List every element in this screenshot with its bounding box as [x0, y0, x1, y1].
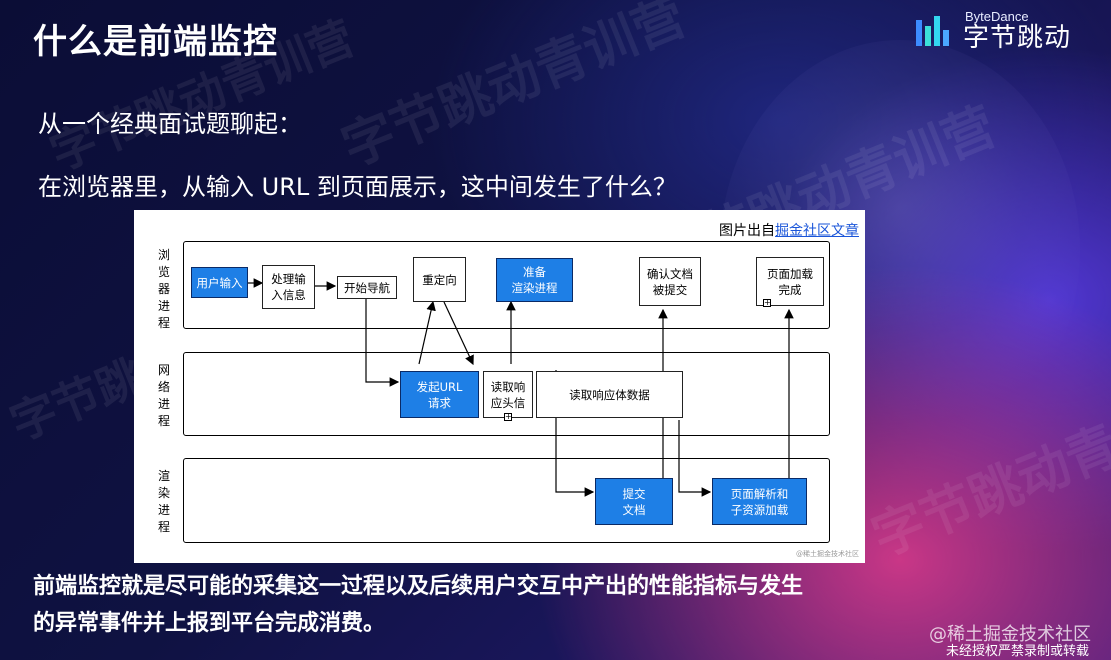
logo-english: ByteDance — [965, 9, 1029, 24]
summary-line-1: 前端监控就是尽可能的采集这一过程以及后续用户交互中产出的性能指标与发生 — [33, 574, 804, 599]
step-prepare-render-process: 准备 渲染进程 — [496, 258, 573, 302]
step-user-input: 用户输入 — [191, 267, 248, 298]
step-commit-document: 提交 文档 — [595, 478, 673, 525]
step-read-response-headers: 读取响 应头信 — [483, 371, 533, 418]
community-watermark: @稀土掘金技术社区 — [929, 624, 1091, 645]
lane-network-process — [183, 352, 830, 436]
step-confirm-document: 确认文档 被提交 — [639, 257, 701, 306]
lane-browser-process — [183, 241, 830, 329]
lane-render-process — [183, 458, 830, 543]
step-redirect: 重定向 — [413, 257, 466, 302]
summary-text: 前端监控就是尽可能的采集这一过程以及后续用户交互中产出的性能指标与发生 的异常事… — [33, 568, 933, 642]
expand-icon: + — [504, 412, 512, 421]
step-send-url-request: 发起URL 请求 — [400, 371, 479, 418]
step-page-loaded: 页面加载 完成 — [756, 257, 824, 306]
navigation-diagram: 图片出自掘金社区文章 浏览器进程 网络进程 渲染进程 — [134, 210, 865, 563]
summary-line-2: 的异常事件并上报到平台完成消费。 — [33, 611, 386, 636]
bytedance-logo-icon — [916, 15, 949, 46]
copyright-note: 未经授权严禁录制或转载 — [945, 644, 1089, 659]
slide-title: 什么是前端监控 — [33, 22, 278, 62]
question-intro: 从一个经典面试题聊起： — [38, 110, 302, 138]
flow-arrows — [248, 278, 794, 497]
credit-prefix: 图片出自 — [719, 223, 775, 239]
credit-link[interactable]: 掘金社区文章 — [775, 223, 859, 239]
step-process-input: 处理输 入信息 — [262, 265, 315, 309]
step-read-response-body: 读取响应体数据 — [536, 371, 683, 418]
diagram-credit: 图片出自掘金社区文章 — [719, 220, 859, 240]
step-start-navigation: 开始导航 — [337, 276, 397, 299]
interview-question: 在浏览器里，从输入 URL 到页面展示，这中间发生了什么？ — [38, 173, 677, 201]
logo-chinese: 字节跳动 — [963, 23, 1072, 53]
bytedance-logo: ByteDance 字节跳动 — [915, 10, 1071, 51]
lane-label-render: 渲染进程 — [157, 469, 170, 534]
diagram-source-mark: @稀土掘金技术社区 — [796, 550, 859, 558]
background-watermark: 字节跳动青训营 — [334, 0, 695, 179]
lane-label-network: 网络进程 — [157, 363, 170, 428]
step-parse-page-and-load-resources: 页面解析和 子资源加载 — [712, 478, 807, 525]
lane-label-browser: 浏览器进程 — [157, 248, 170, 330]
expand-icon: + — [763, 298, 771, 307]
